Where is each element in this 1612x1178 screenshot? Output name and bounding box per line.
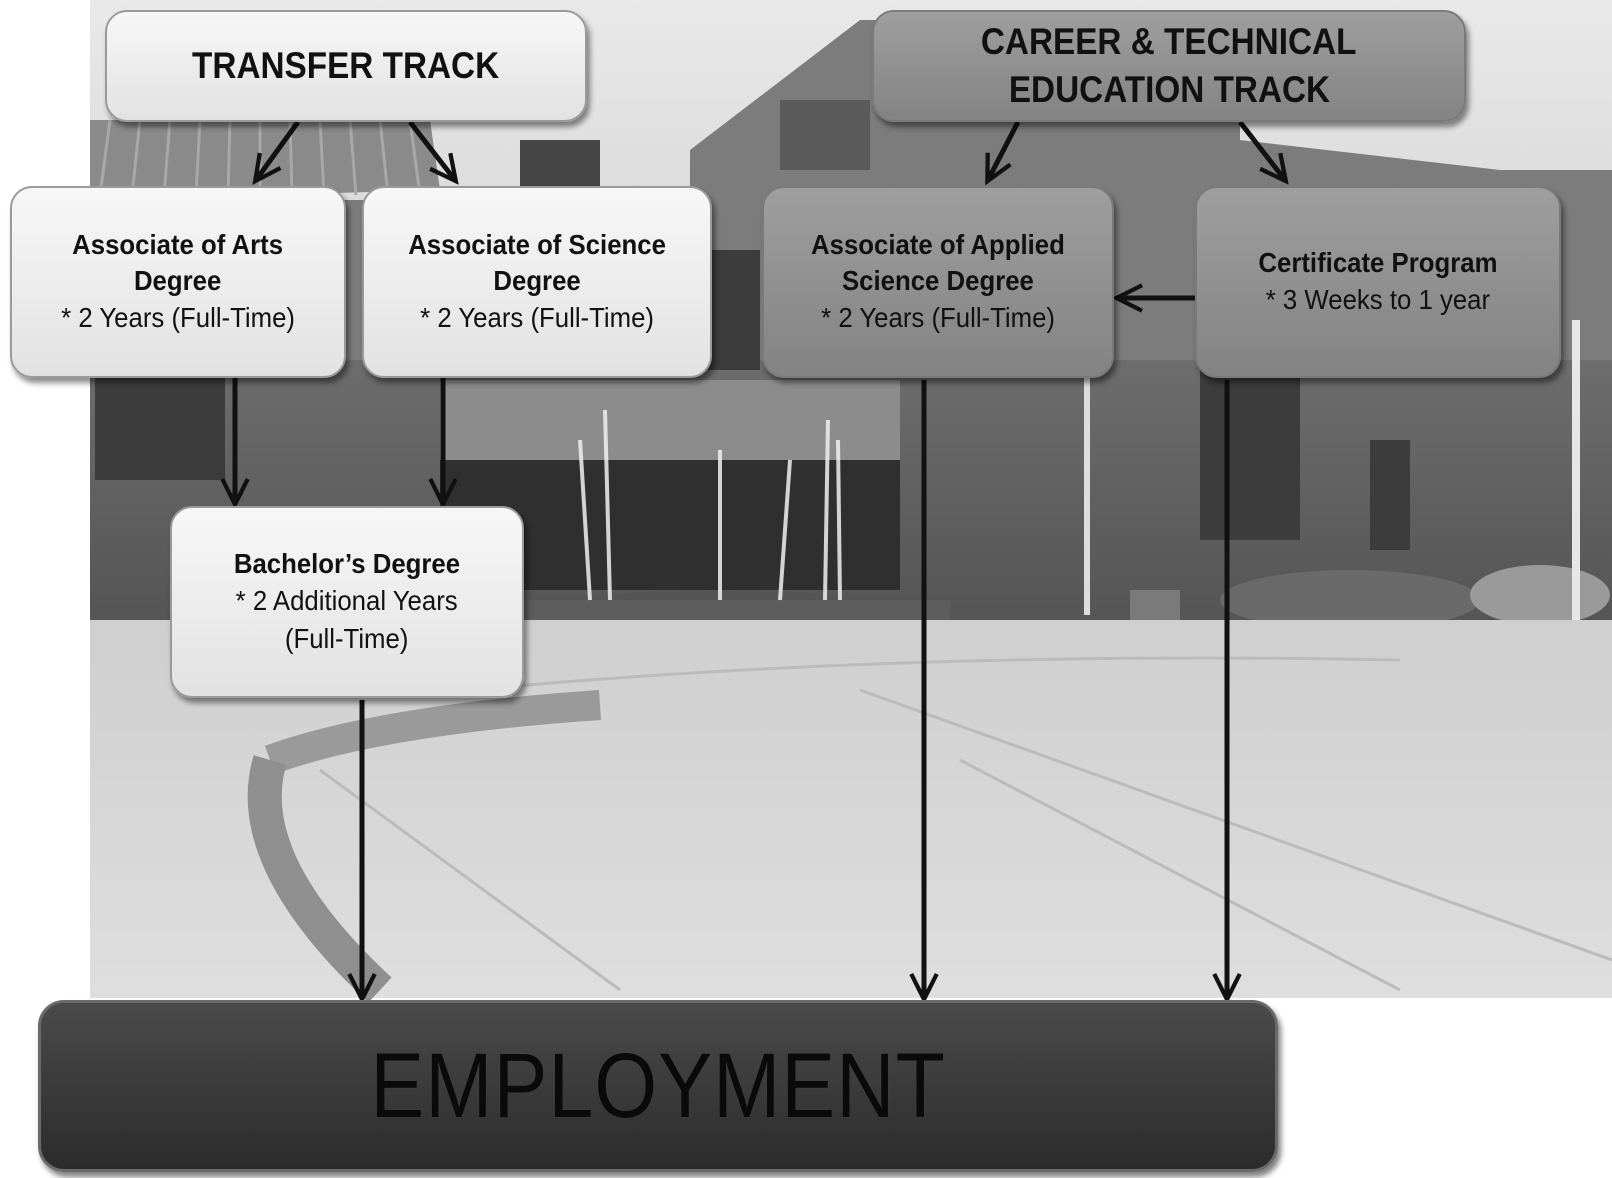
associate-arts-degree-box: Associate of Arts Degree * 2 Years (Full… bbox=[10, 186, 346, 378]
certificate-program-box: Certificate Program * 3 Weeks to 1 year bbox=[1195, 186, 1561, 378]
associate-arts-duration: * 2 Years (Full-Time) bbox=[61, 302, 295, 334]
career-track-title-line1: CAREER & TECHNICAL bbox=[981, 20, 1357, 62]
associate-applied-name: Associate of Applied Science Degree bbox=[811, 228, 1065, 297]
bachelors-degree-box: Bachelor’s Degree * 2 Additional Years (… bbox=[170, 506, 524, 698]
transfer-track-header: TRANSFER TRACK bbox=[105, 10, 587, 122]
employment-label: EMPLOYMENT bbox=[370, 1034, 946, 1137]
associate-applied-duration: * 2 Years (Full-Time) bbox=[821, 302, 1055, 334]
associate-science-degree-box: Associate of Science Degree * 2 Years (F… bbox=[362, 186, 712, 378]
employment-box: EMPLOYMENT bbox=[38, 1000, 1278, 1172]
associate-arts-name: Associate of Arts Degree bbox=[72, 228, 284, 297]
bachelors-duration: * 2 Additional Years (Full-Time) bbox=[235, 585, 459, 655]
transfer-track-title: TRANSFER TRACK bbox=[192, 44, 500, 86]
career-track-title-line2: EDUCATION TRACK bbox=[1008, 69, 1330, 110]
associate-applied-science-degree-box: Associate of Applied Science Degree * 2 … bbox=[762, 186, 1114, 378]
career-technical-track-header: CAREER & TECHNICAL EDUCATION TRACK bbox=[872, 10, 1466, 122]
certificate-name: Certificate Program bbox=[1258, 246, 1498, 278]
bachelors-name: Bachelor’s Degree bbox=[233, 548, 461, 579]
associate-science-name: Associate of Science Degree bbox=[408, 228, 666, 297]
certificate-duration: * 3 Weeks to 1 year bbox=[1265, 284, 1491, 316]
associate-science-duration: * 2 Years (Full-Time) bbox=[420, 302, 654, 334]
